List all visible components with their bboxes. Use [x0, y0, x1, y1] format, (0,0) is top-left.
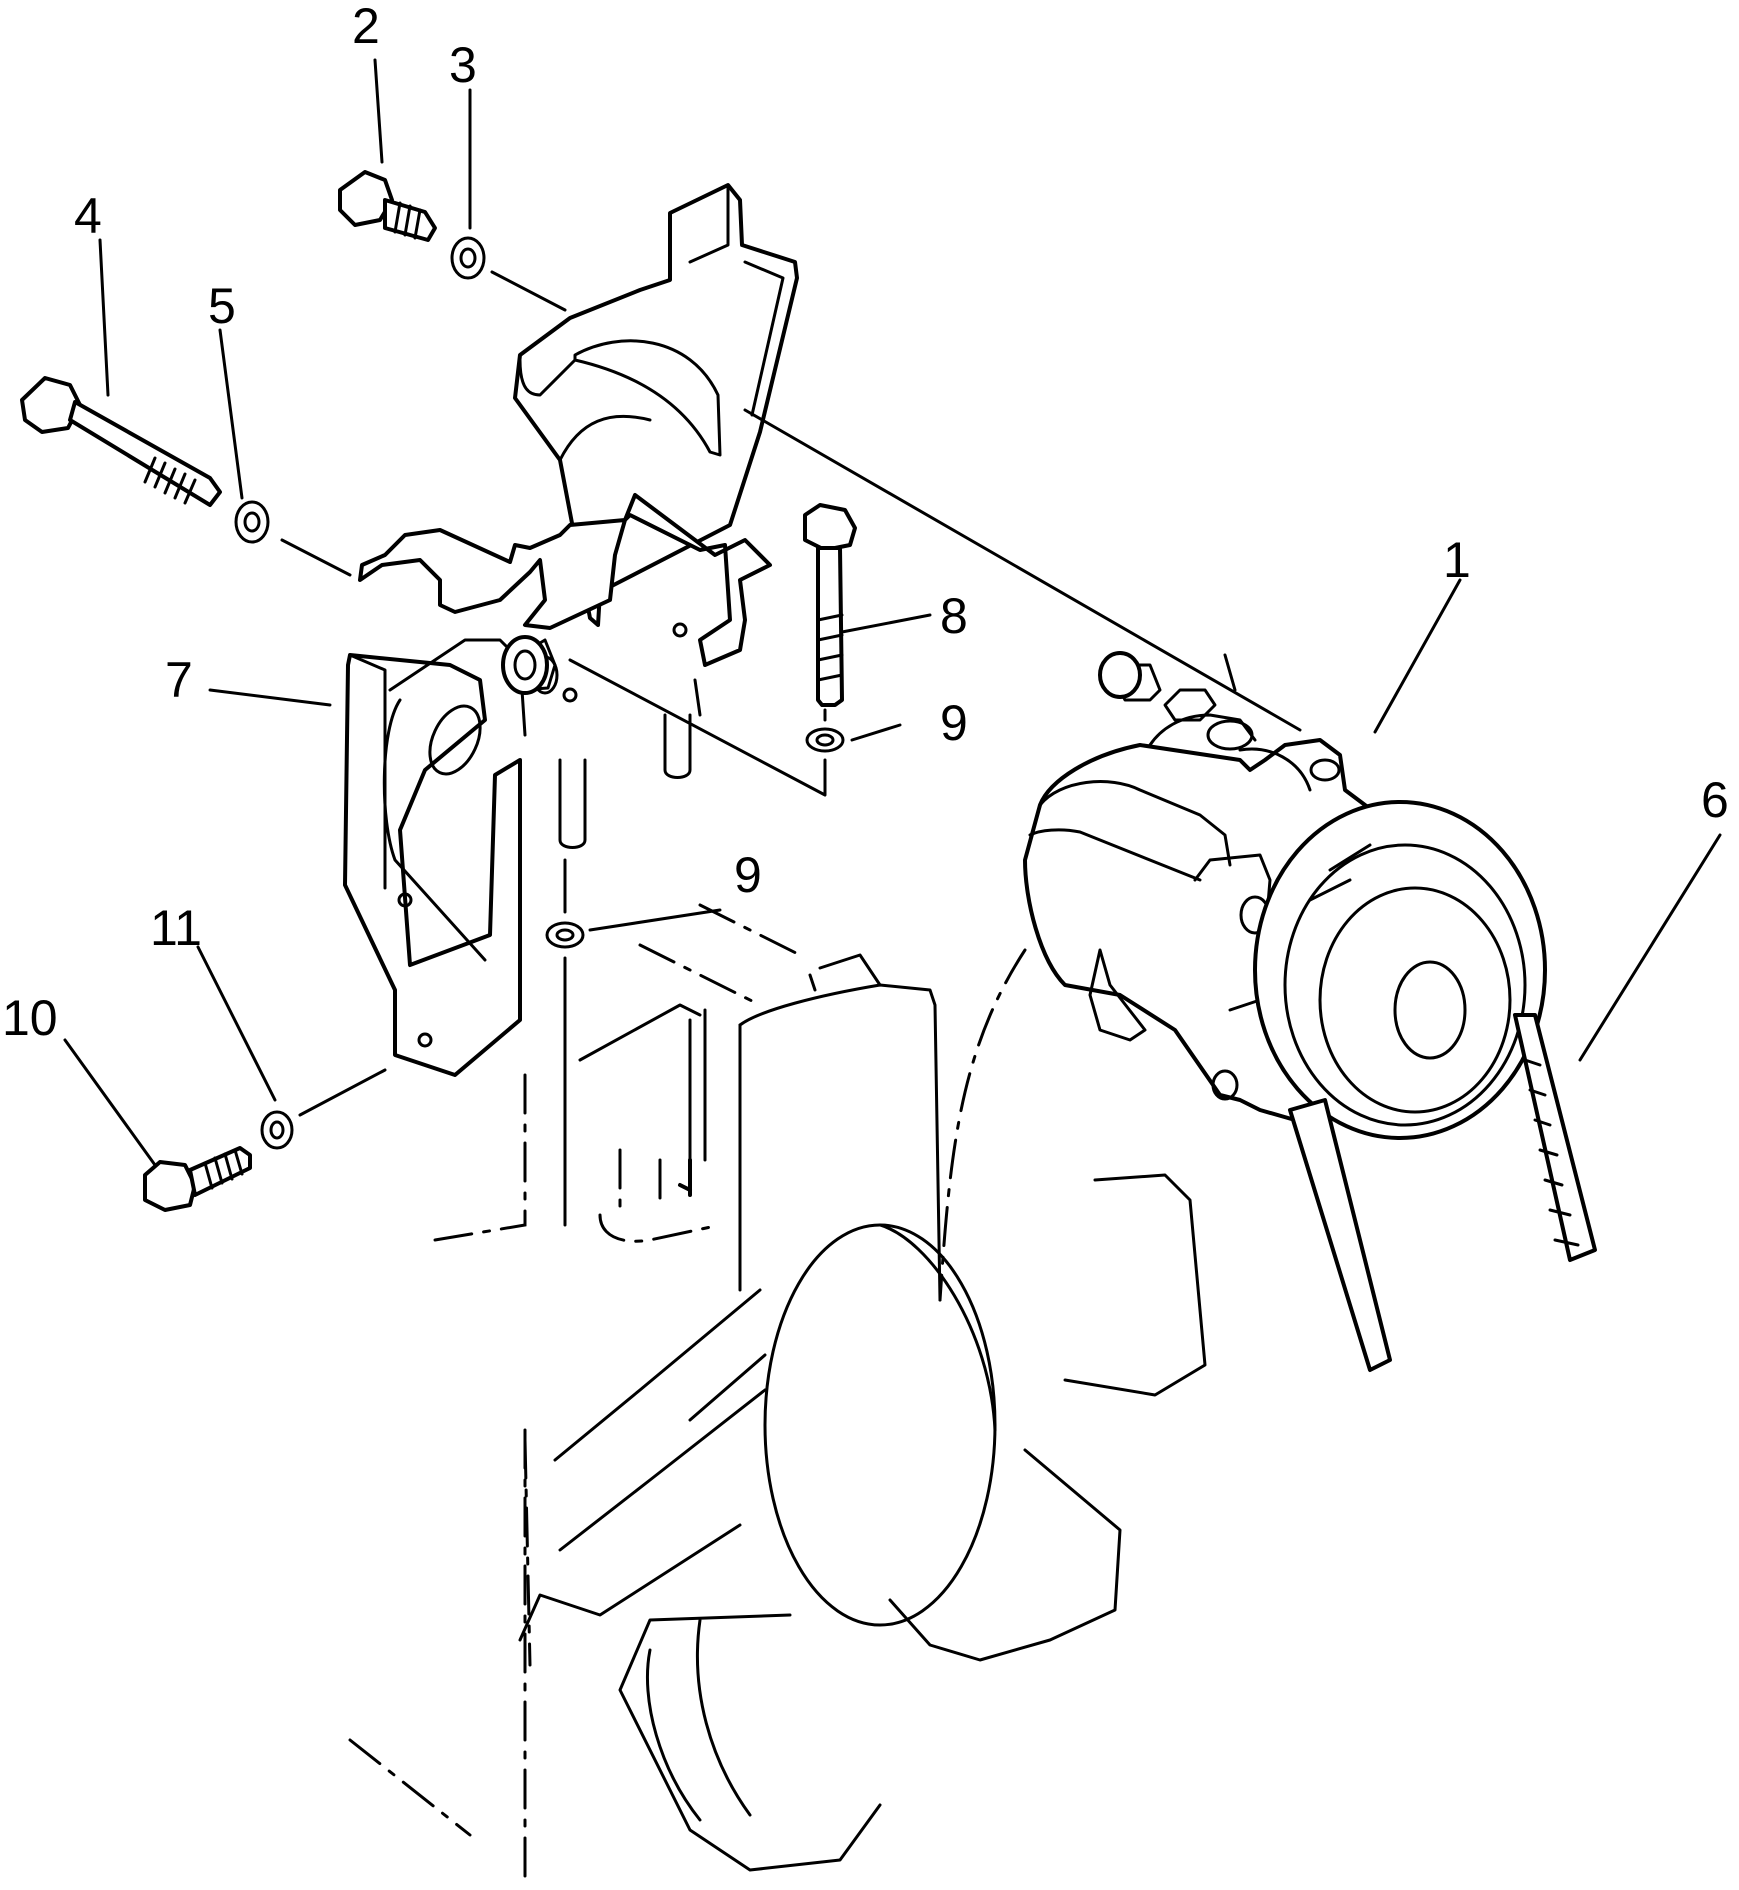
callout-1: 1 [1443, 532, 1471, 588]
washer-5 [234, 500, 270, 544]
callout-7: 7 [165, 652, 193, 708]
callout-6: 6 [1701, 772, 1729, 828]
washer-9-upper [805, 727, 845, 753]
cooling-fan [518, 1173, 1207, 1872]
callout-2: 2 [352, 0, 380, 54]
callout-labels: 1 2 3 4 5 6 7 8 9 9 10 11 [2, 0, 1729, 1046]
callout-5: 5 [208, 278, 236, 334]
callout-9-lower: 9 [734, 847, 762, 903]
bolt-10 [143, 1146, 252, 1212]
upper-bracket [513, 183, 799, 627]
callout-11: 11 [150, 900, 202, 956]
assembly-lines [280, 270, 1302, 1227]
callout-8: 8 [940, 588, 968, 644]
v-belt [1288, 1013, 1597, 1372]
washer-11 [260, 1110, 294, 1150]
bolt-2 [338, 170, 437, 242]
callout-10: 10 [2, 990, 58, 1046]
leader-lines [63, 58, 1722, 1167]
callout-3: 3 [449, 37, 477, 93]
callout-4: 4 [74, 188, 102, 244]
callout-9-upper: 9 [940, 695, 968, 751]
engine-phantom [348, 903, 1027, 1887]
bolt-4 [20, 376, 222, 507]
main-bracket [343, 493, 772, 1077]
bolt-8 [803, 503, 857, 707]
washer-9-lower [545, 921, 585, 949]
fan-shroud-phantom [578, 953, 942, 1302]
compressor [1023, 651, 1547, 1140]
washer-3 [450, 236, 486, 280]
